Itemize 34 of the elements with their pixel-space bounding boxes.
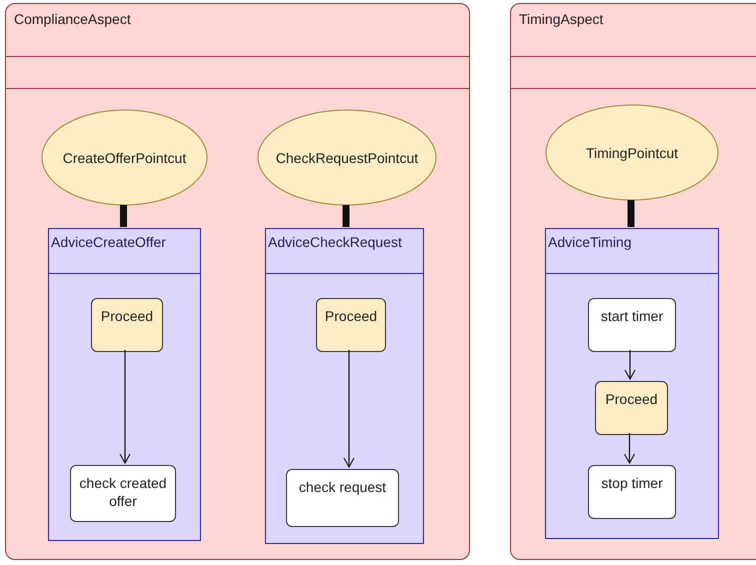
proceed-box <box>316 298 386 352</box>
node-label: Proceed <box>605 390 658 409</box>
arrow <box>624 433 636 464</box>
node-label: ComplianceAspect <box>14 11 131 27</box>
connector-line <box>342 205 350 227</box>
connector-line <box>628 200 634 227</box>
node-label: CreateOfferPointcut <box>62 150 186 166</box>
advice-box <box>265 228 424 544</box>
proceed-box <box>91 298 163 352</box>
node-label: AdviceCheckRequest <box>268 234 402 250</box>
action-box <box>70 465 176 522</box>
aspect-box <box>510 3 756 560</box>
node-label: Proceed <box>100 307 154 326</box>
proceed-box <box>595 381 668 435</box>
arrow <box>119 350 131 464</box>
advice-box <box>48 228 201 541</box>
arrow <box>343 350 355 468</box>
node-label: CheckRequestPointcut <box>276 150 418 166</box>
action-box <box>588 298 676 352</box>
node-label: TimingPointcut <box>586 144 678 160</box>
node-label: start timer <box>600 307 664 326</box>
node-label: AdviceCreateOffer <box>51 234 166 250</box>
connector-line <box>120 205 127 227</box>
node-label: check created offer <box>78 474 168 512</box>
action-box <box>286 469 399 527</box>
aspect-box <box>5 3 470 560</box>
node-label: Proceed <box>324 307 378 326</box>
node-label: check request <box>298 478 386 497</box>
node-label: stop timer <box>601 474 663 493</box>
action-box <box>588 465 676 519</box>
node-label: AdviceTiming <box>548 234 632 250</box>
node-label: TimingAspect <box>519 11 604 27</box>
advice-box <box>545 228 719 539</box>
arrow <box>624 350 636 380</box>
